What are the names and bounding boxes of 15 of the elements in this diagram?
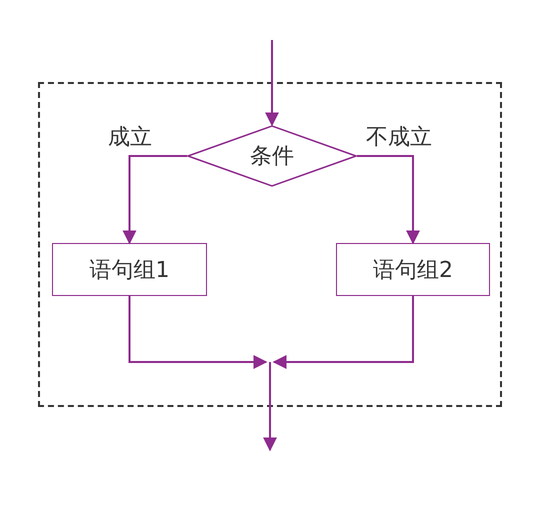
process-box <box>52 243 207 296</box>
node-text: 条件 <box>250 143 294 171</box>
arrow <box>128 296 268 369</box>
edge-label: 不成立 <box>366 124 432 152</box>
process-box <box>336 243 490 296</box>
dashed-group-frame <box>38 82 502 407</box>
arrow <box>263 362 277 452</box>
node-text: 语句组2 <box>373 256 453 284</box>
edge-label: 成立 <box>108 124 152 152</box>
arrow <box>122 155 187 244</box>
decision-diamond <box>187 125 357 187</box>
arrow <box>265 40 279 126</box>
node-text: 语句组1 <box>90 256 170 284</box>
arrow <box>357 155 420 244</box>
arrow <box>272 296 414 369</box>
